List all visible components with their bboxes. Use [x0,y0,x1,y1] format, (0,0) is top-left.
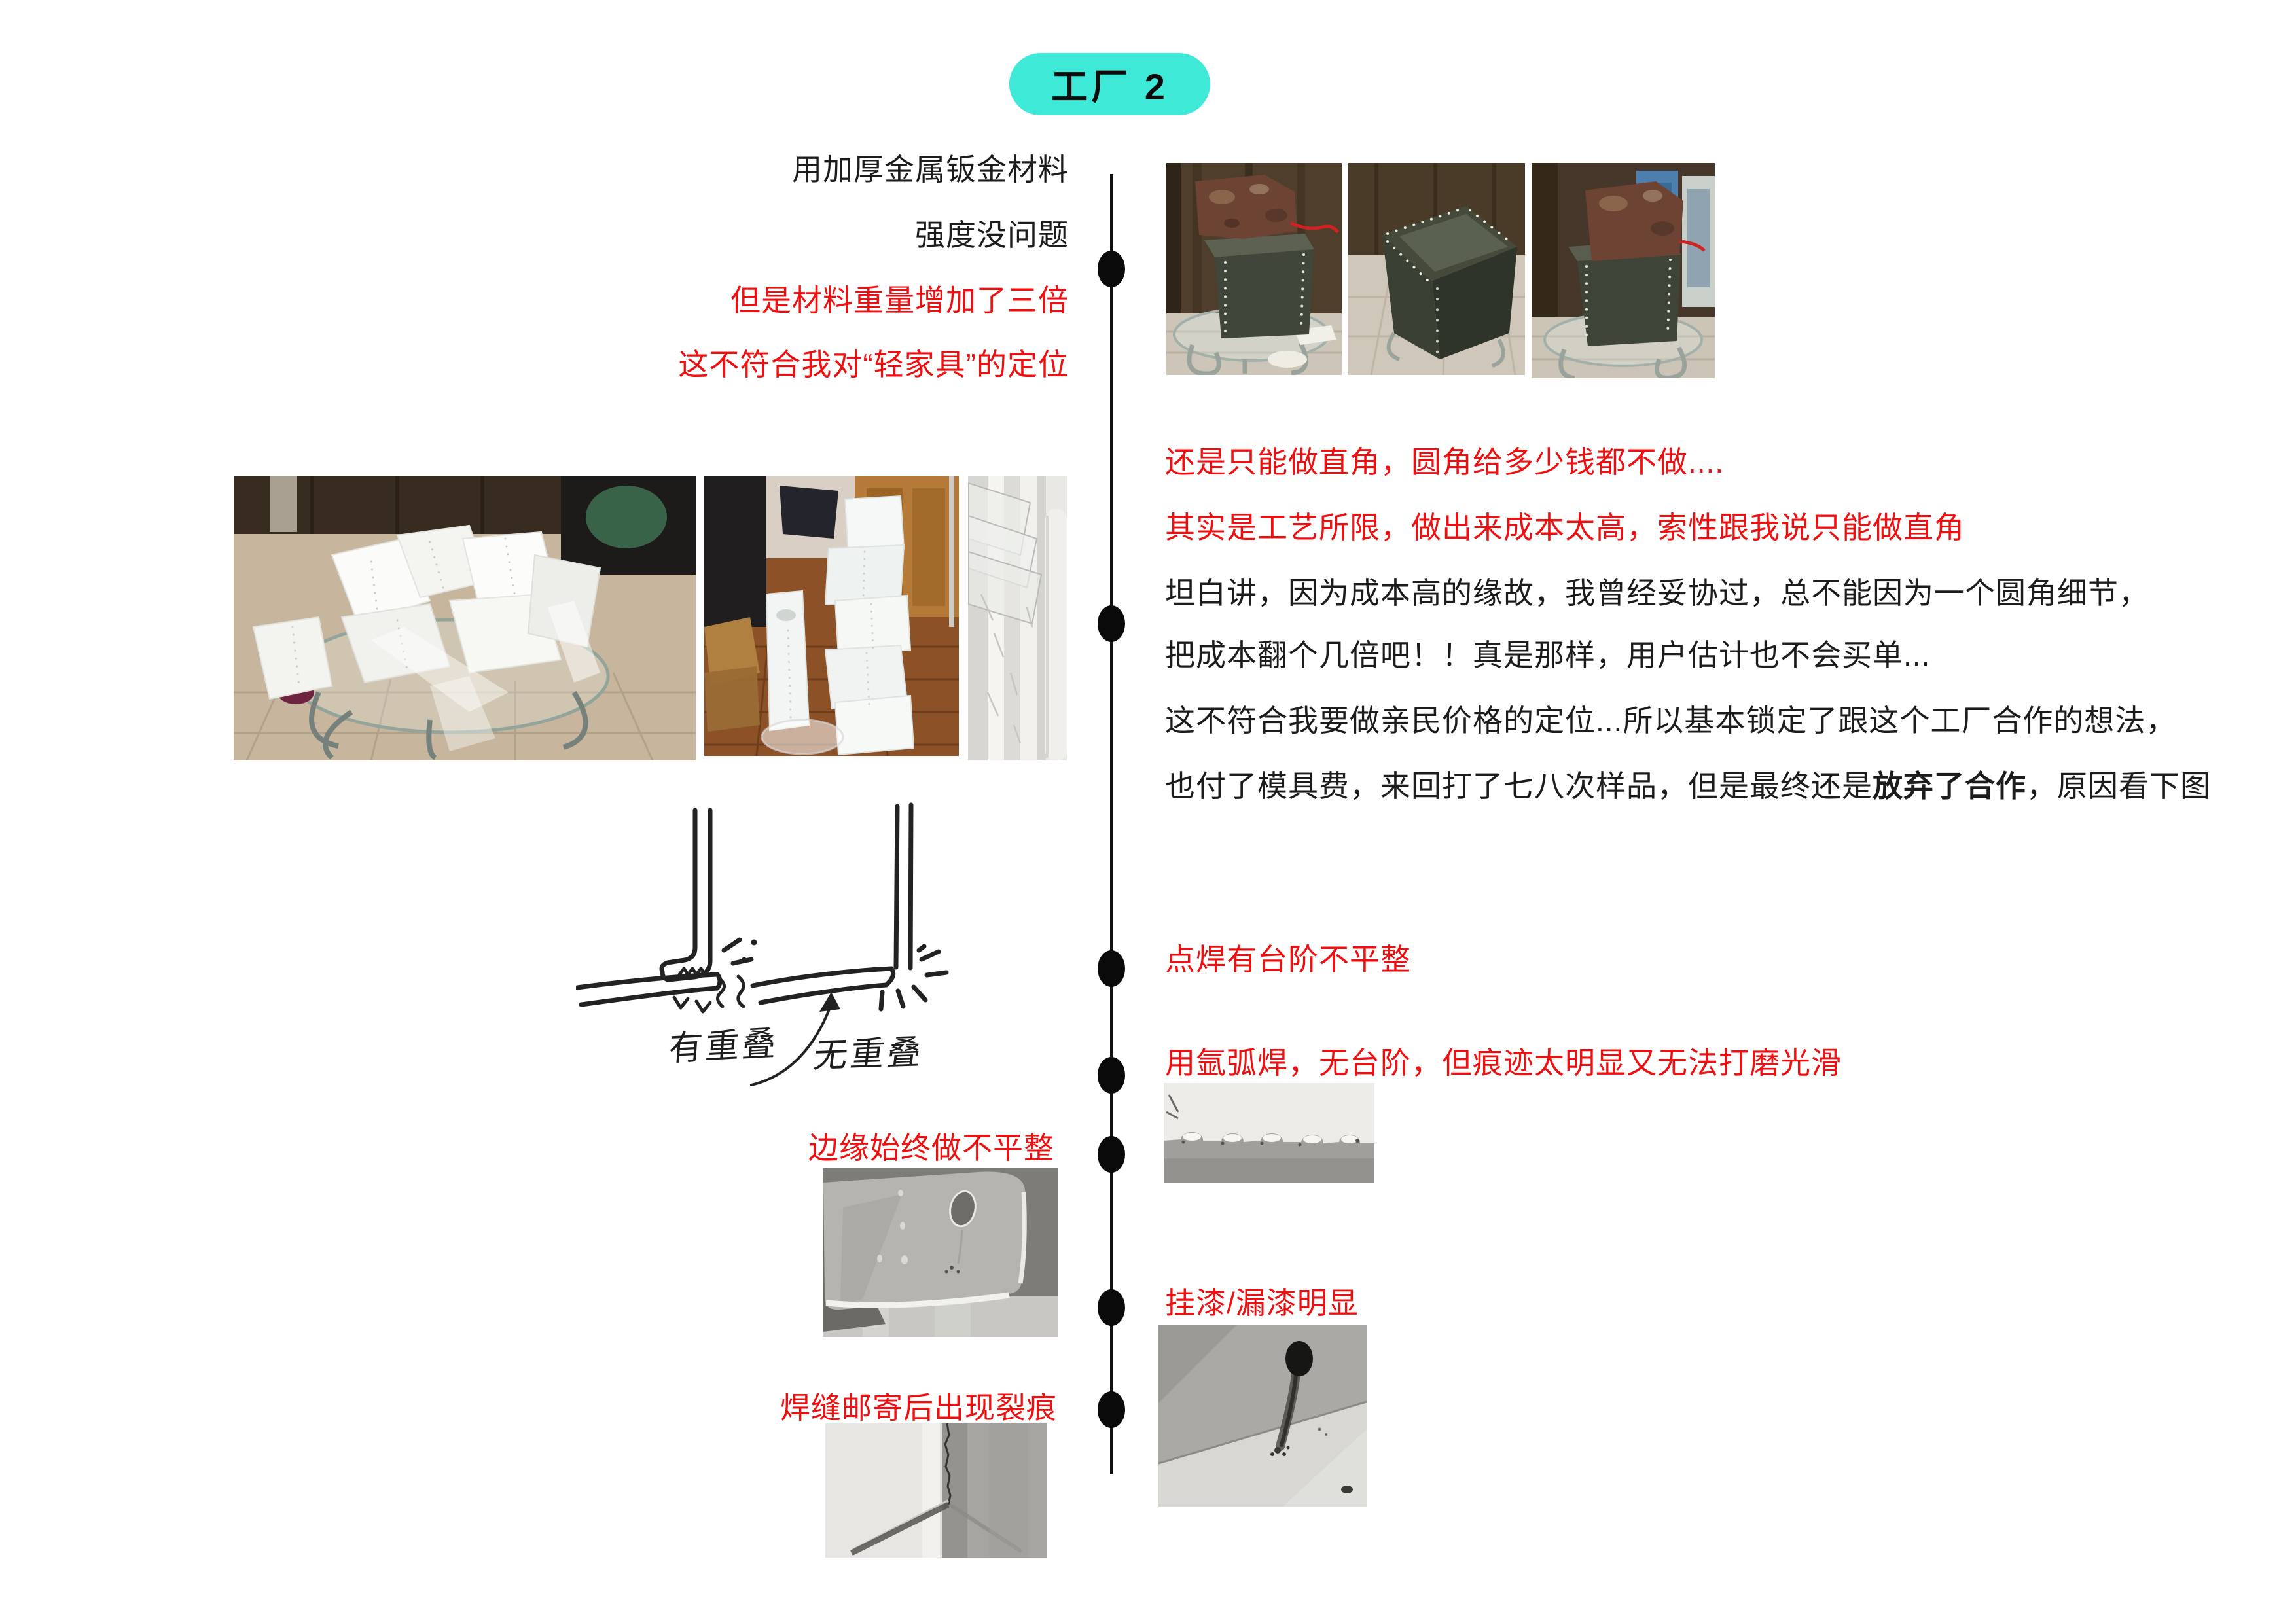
weld-crack-image [825,1423,1047,1558]
paragraph-line-2: 其实是工艺所限，做出来成本太高，索性跟我说只能做直角 [1165,510,1965,544]
photo-paint-defect [1158,1325,1367,1507]
uneven-edge-image [823,1168,1058,1337]
paragraph-line-6-pre: 也付了模具费，来回打了七八次样品，但是最终还是 [1165,769,1873,803]
photo-white-furniture-tower [704,476,959,756]
metal-box-photo-1-image [1166,163,1342,375]
sketch-label-no-overlap: 无重叠 [811,1033,926,1076]
intro-line-3: 但是材料重量增加了三倍 [730,283,1069,317]
white-furniture-tower-image [704,476,959,756]
timeline-dot [1098,1136,1125,1173]
issue-crack: 焊缝邮寄后出现裂痕 [780,1391,1057,1425]
timeline-dot [1098,605,1125,642]
photo-wrapped-panels [968,476,1067,760]
paragraph-line-6-bold: 放弃了合作 [1873,769,2026,803]
paragraph-line-4: 把成本翻个几倍吧！！真是那样，用户估计也不会买单... [1165,638,1931,672]
paragraph-line-3: 坦白讲，因为成本高的缘故，我曾经妥协过，总不能因为一个圆角细节， [1165,576,2149,610]
timeline-dot [1098,251,1125,287]
photo-white-furniture-cluster [234,476,696,760]
metal-box-photo-3-image [1532,163,1715,378]
sketch-label-overlap: 有重叠 [667,1024,780,1069]
issue-paint: 挂漆/漏漆明显 [1165,1286,1359,1320]
weld-seam-image [1164,1083,1374,1183]
photo-metal-box-2 [1348,163,1525,375]
intro-line-1: 用加厚金属钣金材料 [792,152,1069,187]
timeline-dot [1098,1057,1125,1094]
timeline-dot [1098,1391,1125,1428]
intro-line-2: 强度没问题 [915,218,1069,252]
photo-metal-box-1 [1166,163,1342,375]
issue-edge: 边缘始终做不平整 [808,1131,1054,1165]
metal-box-photo-2-image [1348,163,1525,375]
photo-weld-crack [825,1423,1047,1558]
paragraph-line-6: 也付了模具费，来回打了七八次样品，但是最终还是放弃了合作，原因看下图 [1165,768,2211,806]
paragraph-line-1: 还是只能做直角，圆角给多少钱都不做.... [1165,445,1725,479]
paragraph-line-6-post: ，原因看下图 [2026,769,2211,803]
paint-defect-image [1158,1325,1367,1507]
photo-metal-box-3 [1532,163,1715,378]
paragraph-line-5: 这不符合我要做亲民价格的定位...所以基本锁定了跟这个工厂合作的想法， [1165,704,2177,738]
intro-line-4: 这不符合我对“轻家具”的定位 [678,348,1069,382]
issue-spot-weld: 点焊有台阶不平整 [1165,942,1411,976]
factory-badge-label: 工厂 2 [1051,66,1168,107]
weld-overlap-sketch-image [576,802,949,1086]
photo-uneven-edge [823,1168,1058,1337]
issue-tig-weld: 用氩弧焊，无台阶，但痕迹太明显又无法打磨光滑 [1165,1046,1842,1080]
white-furniture-cluster-image [234,476,696,760]
timeline-line [1110,174,1113,1474]
weld-overlap-sketch [576,792,982,1099]
wrapped-panels-image [968,476,1067,760]
photo-weld-seam [1164,1083,1374,1183]
factory-badge: 工厂 2 [1009,53,1210,115]
timeline-dot [1098,950,1125,987]
timeline-dot [1098,1289,1125,1326]
